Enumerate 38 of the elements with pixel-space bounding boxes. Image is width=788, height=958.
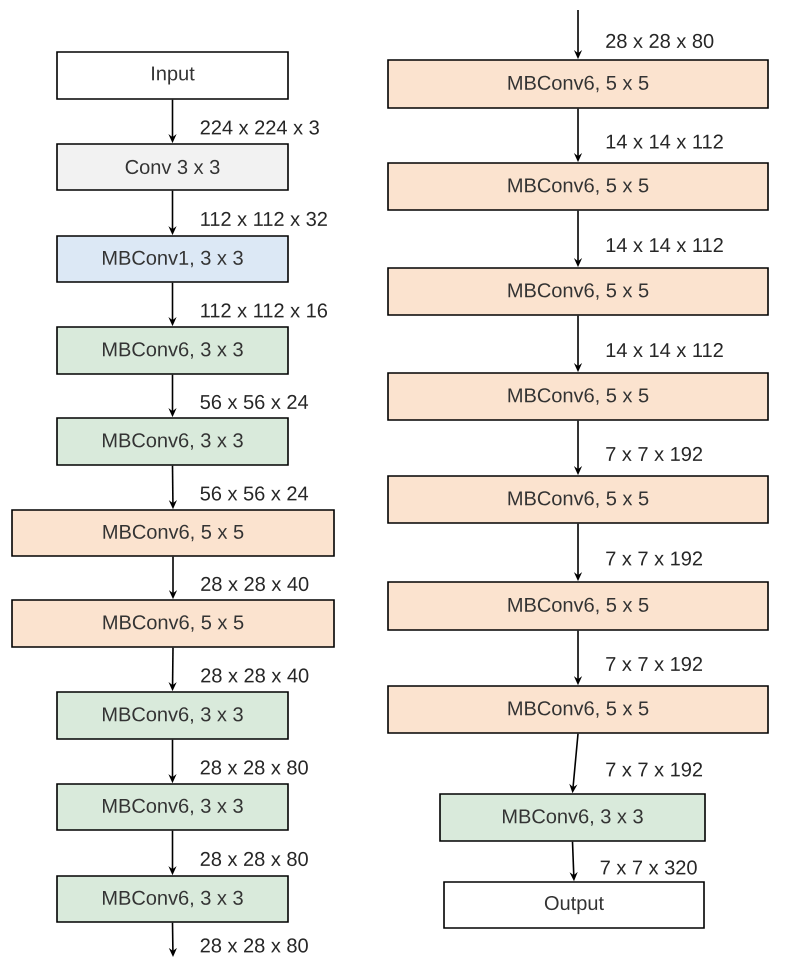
layer-box: MBConv1, 3 x 3 [56,235,289,283]
edge-label: 7 x 7 x 192 [604,446,704,462]
layer-box: MBConv6, 5 x 5 [11,509,335,557]
layer-box: Conv 3 x 3 [56,143,289,191]
edge-label: 28 x 28 x 40 [199,667,310,684]
edge-label: 14 x 14 x 112 [604,237,725,253]
edge-label: 7 x 7 x 192 [604,656,704,672]
edge-label: 28 x 28 x 80 [198,937,310,954]
edge-label: 28 x 28 x 80 [198,759,310,776]
layer-box: MBConv6, 3 x 3 [56,417,289,466]
edge-label: 7 x 7 x 320 [598,859,699,876]
edge-label: 28 x 28 x 80 [198,850,310,868]
layer-box: MBConv6, 5 x 5 [387,475,769,524]
layer-box: MBConv6, 3 x 3 [439,793,706,842]
layer-box: Input [56,51,289,100]
edge-label: 112 x 112 x 32 [198,210,329,228]
edge-label: 56 x 56 x 24 [198,394,310,410]
edge-label: 224 x 224 x 3 [198,119,321,136]
layer-box: MBConv6, 5 x 5 [387,59,769,109]
layer-box: Output [443,881,705,929]
layer-box: MBConv6, 3 x 3 [56,875,289,923]
layer-box: MBConv6, 5 x 5 [387,162,769,211]
layer-box: MBConv6, 3 x 3 [56,691,289,740]
edge-label: 28 x 28 x 80 [604,32,716,50]
edge-label: 112 x 112 x 16 [198,302,329,319]
layer-box: MBConv6, 3 x 3 [56,783,289,831]
layer-box: MBConv6, 5 x 5 [387,685,769,734]
edge-label: 56 x 56 x 24 [198,485,310,502]
edge-label: 28 x 28 x 40 [199,576,310,592]
layer-box: MBConv6, 5 x 5 [11,599,335,648]
edge-label: 14 x 14 x 112 [604,134,725,150]
layer-box: MBConv6, 3 x 3 [56,326,289,375]
layer-box: MBConv6, 5 x 5 [387,372,769,421]
layer-box: MBConv6, 5 x 5 [387,267,769,316]
edge-label: 14 x 14 x 112 [604,342,725,358]
edge-label: 7 x 7 x 192 [604,761,704,778]
layer-box: MBConv6, 5 x 5 [387,581,769,631]
edge-label: 7 x 7 x 192 [604,550,704,567]
